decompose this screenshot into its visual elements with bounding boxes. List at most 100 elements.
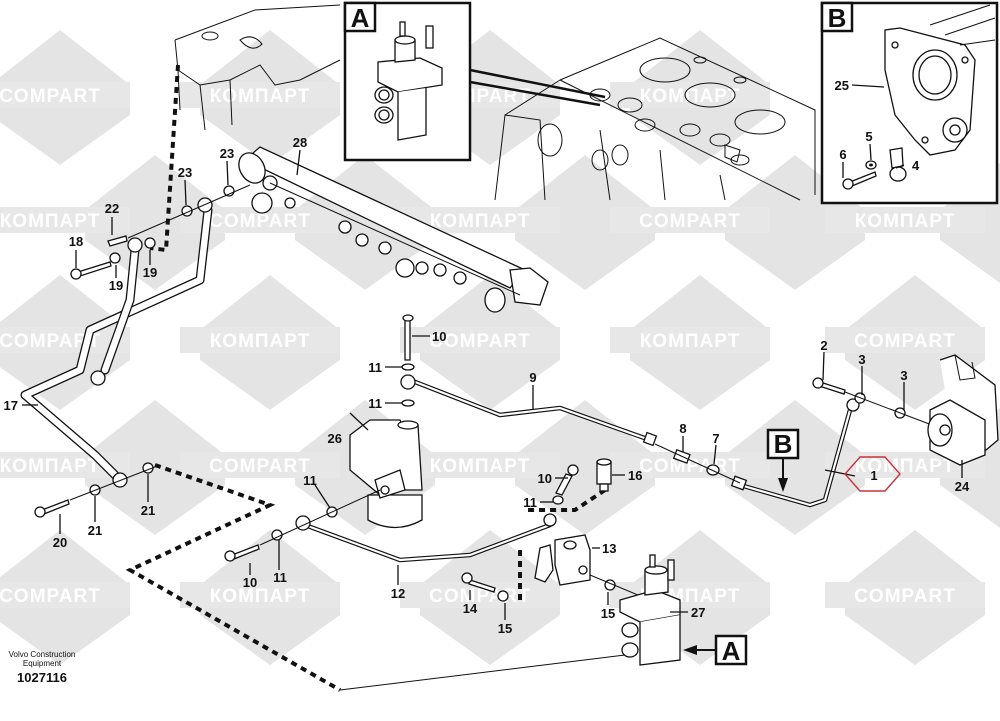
callout-10c: 10 bbox=[538, 471, 552, 486]
callout-19a: 19 bbox=[109, 278, 123, 293]
leader-lines bbox=[22, 84, 963, 620]
watermark-band bbox=[825, 207, 985, 233]
watermark-text: КОМПАРТ bbox=[855, 211, 956, 232]
part-12-fuel-pipe bbox=[295, 513, 557, 563]
callout-16: 16 bbox=[628, 468, 642, 483]
detail-a-label: A bbox=[351, 3, 370, 33]
callout-25: 25 bbox=[835, 78, 849, 93]
detail-b-tag bbox=[820, 1, 854, 33]
watermark-text: COMPART bbox=[0, 331, 101, 352]
watermark-text: КОМПАРТ bbox=[0, 211, 100, 232]
callout-24: 24 bbox=[955, 479, 970, 494]
watermark-text: КОМПАРТ bbox=[210, 86, 311, 107]
detail-b-fasteners bbox=[842, 147, 907, 190]
callout-4: 4 bbox=[912, 158, 920, 173]
fasteners-2-3 bbox=[812, 377, 946, 431]
watermark-band bbox=[610, 82, 770, 108]
fasteners-20-21 bbox=[34, 462, 161, 518]
engine-block-right bbox=[494, 37, 816, 201]
fasteners-18-23 bbox=[70, 184, 251, 280]
fasteners-7-8 bbox=[654, 443, 741, 484]
callout-11e: 11 bbox=[523, 495, 537, 510]
part-27-valve bbox=[339, 554, 681, 691]
watermark-text: COMPART bbox=[209, 211, 311, 232]
watermark-band bbox=[610, 207, 770, 233]
engine-block-left bbox=[174, 4, 341, 131]
watermark-text: COMPART bbox=[0, 86, 101, 107]
watermark-band bbox=[180, 582, 340, 608]
view-marker-a-label: A bbox=[722, 636, 741, 666]
watermark-band bbox=[825, 327, 985, 353]
callout-27: 27 bbox=[691, 605, 705, 620]
watermark-band bbox=[400, 452, 560, 478]
callout-18: 18 bbox=[69, 234, 83, 249]
callout-14: 14 bbox=[463, 601, 478, 616]
detail-a-valve bbox=[374, 21, 443, 141]
callout-11b: 11 bbox=[368, 396, 382, 411]
footer-block: Volvo Construction Equipment 1027116 bbox=[9, 650, 76, 685]
detail-b-label: B bbox=[828, 3, 847, 33]
watermark-text: КОМПАРТ bbox=[210, 331, 311, 352]
fasteners-10-11-lower bbox=[224, 464, 579, 562]
callout-6: 6 bbox=[839, 147, 846, 162]
callout-8: 8 bbox=[679, 421, 686, 436]
callout-labels: 1 2 3 3 4 5 6 7 8 9 10 10 10 11 11 11 11… bbox=[4, 78, 970, 636]
watermark-band bbox=[180, 82, 340, 108]
watermark-text: COMPART bbox=[639, 456, 741, 477]
callout-2: 2 bbox=[820, 338, 827, 353]
watermark-shape bbox=[725, 400, 865, 535]
part-26-filter-head bbox=[349, 419, 423, 529]
watermark-band bbox=[180, 327, 340, 353]
callout-22: 22 bbox=[105, 201, 119, 216]
callout-3b: 3 bbox=[900, 368, 907, 383]
part-16-sensor bbox=[596, 458, 612, 492]
watermark-text: COMPART bbox=[0, 586, 101, 607]
callout-17: 17 bbox=[4, 398, 18, 413]
watermark-band bbox=[825, 582, 985, 608]
callout-13: 13 bbox=[602, 541, 616, 556]
watermark-text: COMPART bbox=[854, 586, 956, 607]
fasteners-14-15 bbox=[461, 572, 651, 602]
watermark-text: КОМПАРТ bbox=[0, 456, 100, 477]
detail-a-tag bbox=[343, 1, 377, 33]
callout-23b: 23 bbox=[220, 146, 234, 161]
callout-15a: 15 bbox=[498, 621, 512, 636]
callout-5: 5 bbox=[865, 129, 872, 144]
callout-1: 1 bbox=[870, 468, 877, 483]
watermark-text: COMPART bbox=[209, 456, 311, 477]
publisher-line-1: Volvo Construction bbox=[9, 650, 76, 659]
watermark-text: COMPART bbox=[429, 586, 531, 607]
watermark-band bbox=[400, 327, 560, 353]
callout-11d: 11 bbox=[273, 570, 287, 585]
callout-11c: 11 bbox=[303, 473, 317, 488]
callout-26: 26 bbox=[328, 431, 342, 446]
detail-view-a: A bbox=[343, 1, 606, 162]
callout-7: 7 bbox=[712, 431, 719, 446]
watermark-text: КОМПАРТ bbox=[640, 331, 741, 352]
callout-11a: 11 bbox=[368, 360, 382, 375]
watermark-band bbox=[0, 82, 130, 108]
view-marker-b-label: B bbox=[774, 429, 793, 459]
callout-21b: 21 bbox=[141, 503, 155, 518]
watermark-text: КОМПАРТ bbox=[430, 456, 531, 477]
watermark-text: КОМПАРТ bbox=[640, 86, 741, 107]
fasteners-10-11-top bbox=[401, 314, 415, 407]
callout-20: 20 bbox=[53, 535, 67, 550]
watermark-text: COMPART bbox=[429, 331, 531, 352]
watermark-text: КОМПАРТ bbox=[210, 586, 311, 607]
watermark-shape bbox=[515, 400, 655, 535]
watermark-text: КОМПАРТ bbox=[430, 211, 531, 232]
watermark-text: COMPART bbox=[639, 211, 741, 232]
watermark-band bbox=[610, 327, 770, 353]
watermark-shape bbox=[515, 155, 655, 290]
highlight-hexagon bbox=[844, 456, 901, 492]
callout-10a: 10 bbox=[432, 329, 446, 344]
part-28-fuel-rail bbox=[238, 146, 549, 313]
publisher-line-2: Equipment bbox=[23, 659, 62, 668]
watermark-band bbox=[0, 207, 130, 233]
part-13-adapter bbox=[534, 534, 591, 586]
callout-28: 28 bbox=[293, 135, 307, 150]
part-9-fuel-pipe bbox=[400, 374, 658, 447]
